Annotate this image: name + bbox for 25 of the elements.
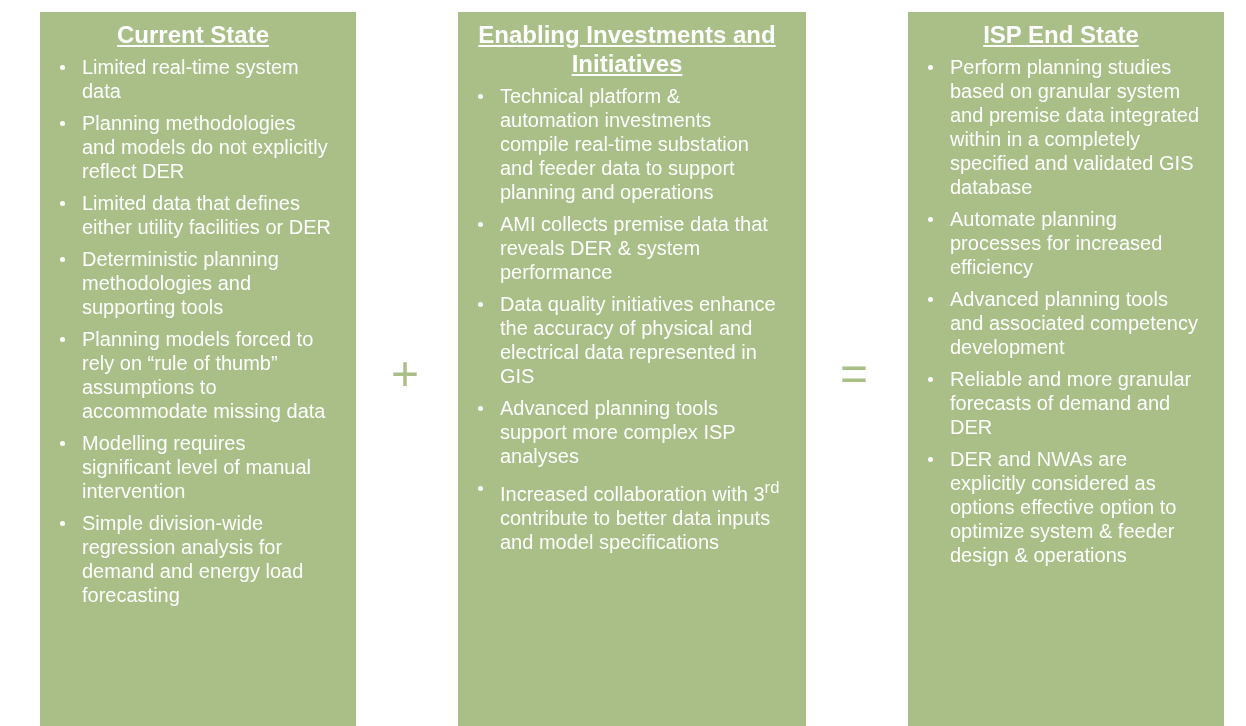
bullet-item: Perform planning studies based on granular system and premise data integrated within in a completely specified and validated GIS database bbox=[920, 55, 1202, 199]
bullet-item: Advanced planning tools support more complex ISP analyses bbox=[470, 396, 784, 468]
operator-sign: = bbox=[840, 350, 869, 398]
bullet-item: Technical platform & automation investments compile real-time substation and feeder data to support planning and operations bbox=[470, 84, 784, 204]
panel-heading: Enabling Investments and Initiatives bbox=[477, 20, 777, 78]
bullet-item: Simple division-wide regression analysis for demand and energy load forecasting bbox=[52, 511, 334, 607]
operator-sign: + bbox=[391, 350, 420, 398]
bullet-item: Planning models forced to rely on “rule of thumb” assumptions to accommodate missing data bbox=[52, 327, 334, 423]
panel-heading: Current State bbox=[116, 20, 270, 49]
text-panel bbox=[458, 12, 806, 726]
bullet-item: Increased collaboration with 3$^{rd}$ contribute to better data inputs and model specifications bbox=[470, 476, 784, 554]
bullet-item: Reliable and more granular forecasts of demand and DER bbox=[920, 367, 1202, 439]
bullet-item: Advanced planning tools and associated competency development bbox=[920, 287, 1202, 359]
bullet-item: DER and NWAs are explicitly considered as options effective option to optimize system & feeder design & operations bbox=[920, 447, 1202, 567]
bullet-item: AMI collects premise data that reveals DER & system performance bbox=[470, 212, 784, 284]
bullet-item: Limited data that defines either utility facilities or DER bbox=[52, 191, 334, 239]
text-panel bbox=[908, 12, 1224, 726]
panel-heading: ISP End State bbox=[982, 20, 1140, 49]
bullet-item: Limited real-time system data bbox=[52, 55, 334, 103]
text-panel bbox=[40, 12, 356, 726]
bullet-item: Planning methodologies and models do not explicitly reflect DER bbox=[52, 111, 334, 183]
bullet-item: Data quality initiatives enhance the accuracy of physical and electrical data represented in GIS bbox=[470, 292, 784, 388]
bullet-item: Automate planning processes for increased efficiency bbox=[920, 207, 1202, 279]
bullet-item: Deterministic planning methodologies and supporting tools bbox=[52, 247, 334, 319]
bullet-item: Modelling requires significant level of manual intervention bbox=[52, 431, 334, 503]
